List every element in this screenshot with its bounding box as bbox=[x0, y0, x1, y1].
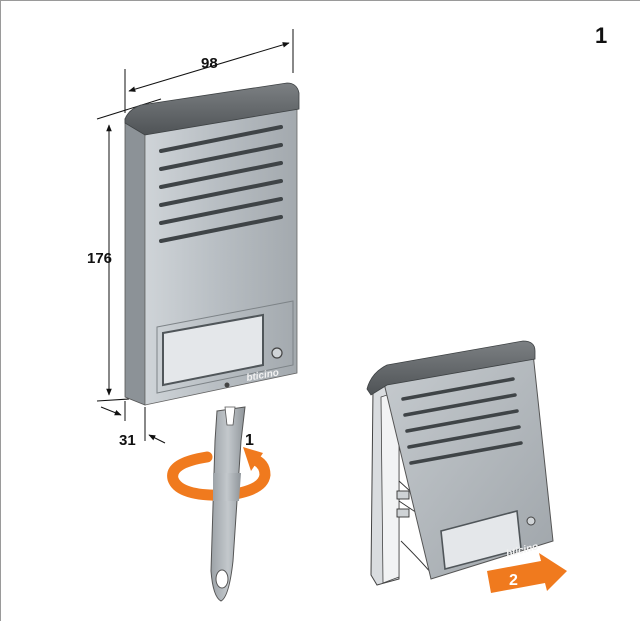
screw-hole bbox=[224, 382, 230, 388]
page-number: 1 bbox=[595, 23, 608, 48]
step-1-label: 1 bbox=[245, 432, 254, 449]
entrance-panel-opened: bticino bbox=[366, 340, 554, 586]
height-label: 176 bbox=[87, 250, 112, 267]
speaker-grille bbox=[159, 125, 283, 243]
step-2-label: 2 bbox=[509, 572, 518, 589]
key-ring-hole bbox=[215, 569, 229, 589]
pull-arrow bbox=[487, 553, 567, 593]
width-label: 98 bbox=[201, 55, 218, 72]
call-button bbox=[271, 347, 283, 359]
key-tool bbox=[210, 406, 246, 602]
depth-label: 31 bbox=[119, 432, 136, 449]
rotate-arrow bbox=[167, 447, 271, 501]
entrance-panel-front: bticino bbox=[124, 82, 300, 406]
dimension-lines bbox=[96, 29, 294, 444]
